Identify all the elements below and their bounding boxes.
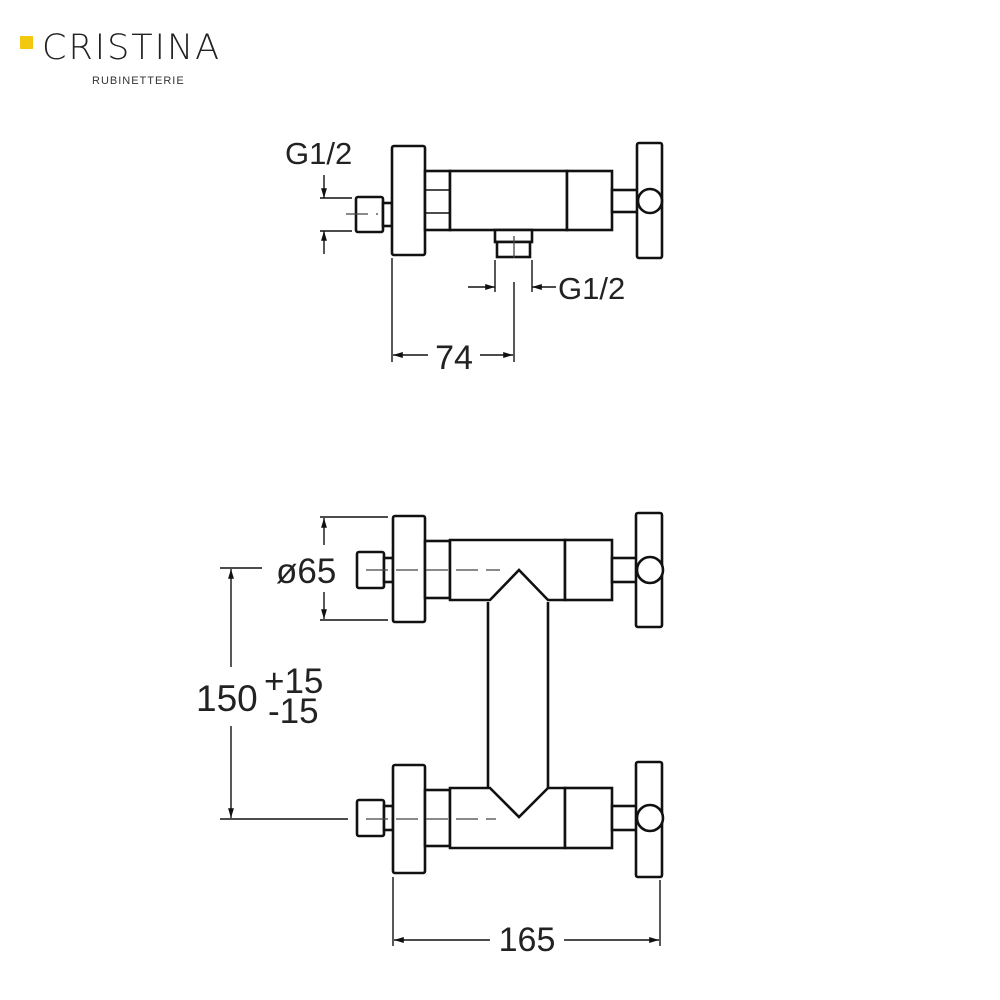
inlet-thread-label: G1/2 [285,136,352,171]
front-view [220,511,665,946]
overall-width-label: 165 [499,921,556,959]
dimension-74-label: 74 [435,339,473,377]
flange-diameter-label: ø65 [276,552,336,591]
wall-flange [390,144,427,257]
upper-flange [391,514,427,624]
lower-body [448,786,567,850]
side-view [320,141,664,362]
logo-subtitle: RUBINETTERIE [92,75,185,87]
center-distance-label: 150 [196,678,258,719]
lower-inlet-nut [355,798,386,838]
hex-collar [423,169,452,232]
outlet-thread-label: G1/2 [558,271,625,306]
tolerance-minus-label: -15 [268,692,319,731]
logo-brand-name: CRISTINA [42,28,222,68]
valve-body [448,169,569,232]
tolerance-plus-label: +15 [264,662,323,701]
valve-head [565,169,614,232]
handle-hub [636,187,664,215]
logo-square-icon [20,36,33,49]
